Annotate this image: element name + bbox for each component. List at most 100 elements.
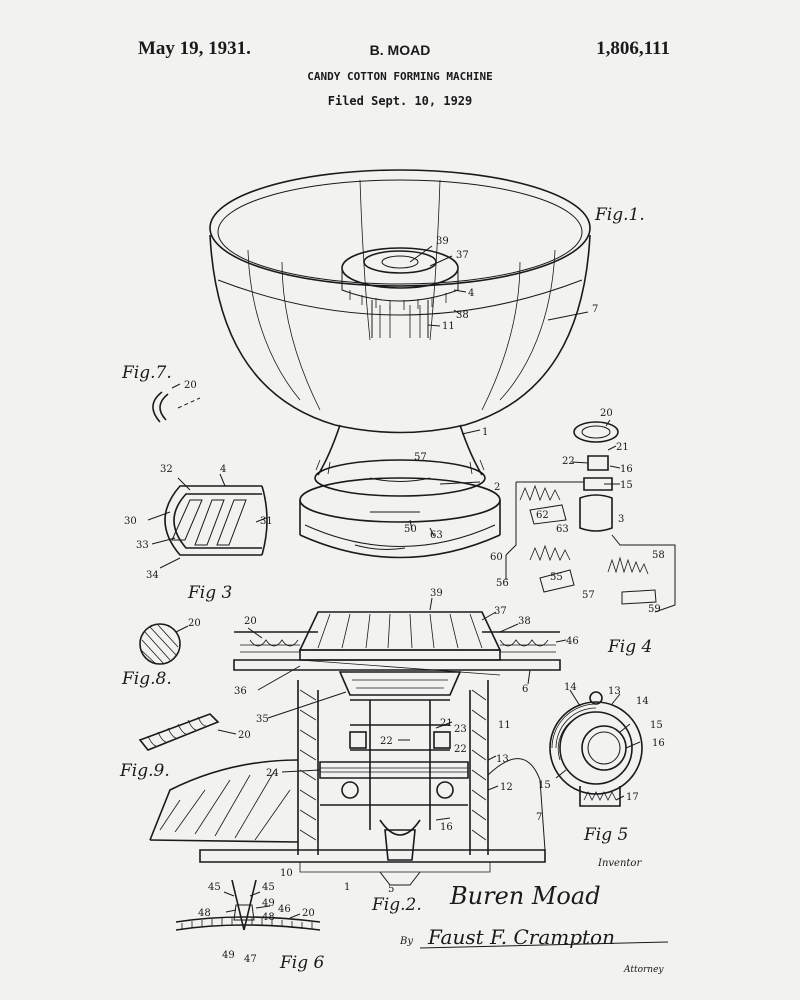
fig6-ref-49b: 49 (222, 950, 235, 961)
fig7-ref-20: 20 (184, 380, 197, 391)
fig1-ref-57: 57 (414, 452, 427, 463)
fig4-ref-21: 21 (616, 442, 629, 453)
inventor-label: Inventor (597, 858, 642, 869)
fig5-ref-15b: 15 (538, 780, 551, 791)
fig4-ref-55: 55 (550, 572, 563, 583)
figure-4-drawing (505, 419, 676, 613)
fig2-ref-11: 11 (498, 720, 511, 731)
fig4-ref-20: 20 (600, 408, 613, 419)
fig1-ref-50: 50 (404, 524, 417, 535)
fig2-ref-24: 24 (266, 768, 279, 779)
fig1-ref-4: 4 (468, 288, 474, 299)
figure-5-label: Fig 5 (583, 825, 628, 845)
fig6-ref-47: 47 (244, 954, 257, 965)
fig6-ref-48b: 48 (262, 912, 275, 923)
figure-7-drawing (152, 383, 201, 423)
fig3-ref-30: 30 (124, 516, 137, 527)
fig4-ref-16: 16 (620, 464, 633, 475)
fig2-ref-7: 7 (536, 812, 542, 823)
fig2-ref-5: 5 (388, 884, 394, 895)
figure-5-drawing (549, 689, 643, 807)
attorney-label: Attorney (623, 965, 664, 975)
fig5-ref-15a: 15 (650, 720, 663, 731)
fig4-ref-63: 63 (556, 524, 569, 535)
fig2-ref-38: 38 (518, 616, 531, 627)
fig2-ref-37: 37 (494, 606, 507, 617)
figure-8-label: Fig.8. (121, 669, 172, 689)
attorney-signature: Faust F. Crampton (427, 925, 615, 949)
fig1-ref-39: 39 (436, 236, 449, 247)
fig4-ref-22: 22 (562, 456, 575, 467)
fig6-ref-45a: 45 (208, 882, 221, 893)
figure-6-label: Fig 6 (279, 953, 325, 973)
inventor-header: B. MOAD (369, 42, 431, 58)
fig6-ref-48a: 48 (198, 908, 211, 919)
fig6-ref-45b: 45 (262, 882, 275, 893)
fig2-ref-1: 1 (344, 882, 350, 893)
fig2-ref-13: 13 (496, 754, 509, 765)
fig2-ref-6: 6 (522, 684, 528, 695)
fig5-ref-16: 16 (652, 738, 665, 749)
figure-6-drawing (175, 879, 321, 931)
figure-7-label: Fig.7. (121, 363, 172, 383)
figure-9-drawing (138, 713, 237, 751)
fig1-ref-2: 2 (494, 482, 500, 493)
fig6-ref-49a: 49 (262, 898, 275, 909)
fig2-ref-23: 23 (454, 724, 467, 735)
figure-1-drawing (209, 169, 591, 559)
by-label: By (399, 936, 413, 947)
fig6-ref-20: 20 (302, 908, 315, 919)
figure-4-label: Fig 4 (607, 637, 652, 657)
figure-2-label: Fig.2. (371, 895, 422, 915)
fig1-ref-7: 7 (592, 304, 598, 315)
fig4-ref-62: 62 (536, 510, 549, 521)
fig2-ref-22b: 22 (454, 744, 467, 755)
fig1-ref-1: 1 (482, 427, 488, 438)
fig2-ref-16: 16 (440, 822, 453, 833)
figure-3-label: Fig 3 (187, 583, 232, 603)
fig2-ref-39: 39 (430, 588, 443, 599)
figure-2-drawing (149, 597, 567, 886)
fig1-ref-38: 38 (456, 310, 469, 321)
patent-number: 1,806,111 (596, 38, 670, 59)
fig2-ref-22a: 22 (380, 736, 393, 747)
fig4-ref-59: 59 (648, 604, 661, 615)
fig2-ref-10: 10 (280, 868, 293, 879)
fig6-ref-46: 46 (278, 904, 291, 915)
fig1-ref-37: 37 (456, 250, 469, 261)
figure-8-drawing (139, 623, 189, 665)
figure-1-label: Fig.1. (594, 205, 645, 225)
fig3-ref-31: 31 (260, 516, 273, 527)
fig3-ref-34: 34 (146, 570, 159, 581)
fig4-ref-3: 3 (618, 514, 624, 525)
fig3-ref-4: 4 (220, 464, 226, 475)
fig2-ref-46: 46 (566, 636, 579, 647)
patent-date: May 19, 1931. (138, 38, 251, 59)
fig5-ref-13: 13 (608, 686, 621, 697)
fig4-ref-56: 56 (496, 578, 509, 589)
filed-date: Filed Sept. 10, 1929 (327, 94, 473, 108)
fig2-ref-21: 21 (440, 718, 453, 729)
fig1-ref-63: 63 (430, 530, 443, 541)
fig5-ref-14a: 14 (564, 682, 577, 693)
inventor-signature: Buren Moad (449, 882, 601, 910)
figure-3-drawing (147, 473, 268, 569)
fig2-ref-12: 12 (500, 782, 513, 793)
fig4-ref-60: 60 (490, 552, 503, 563)
patent-title: CANDY COTTON FORMING MACHINE (307, 70, 493, 83)
fig1-ref-11: 11 (442, 321, 455, 332)
fig8-ref-20: 20 (188, 618, 201, 629)
fig2-ref-35: 35 (256, 714, 269, 725)
fig3-ref-33: 33 (136, 540, 149, 551)
fig4-ref-58: 58 (652, 550, 665, 561)
fig4-ref-57: 57 (582, 590, 595, 601)
fig5-ref-17: 17 (626, 792, 639, 803)
fig5-ref-14b: 14 (636, 696, 649, 707)
figure-9-label: Fig.9. (119, 761, 170, 781)
fig9-ref-20: 20 (238, 730, 251, 741)
fig2-ref-36: 36 (234, 686, 247, 697)
fig2-ref-20: 20 (244, 616, 257, 627)
fig4-ref-15: 15 (620, 480, 633, 491)
fig3-ref-32: 32 (160, 464, 173, 475)
